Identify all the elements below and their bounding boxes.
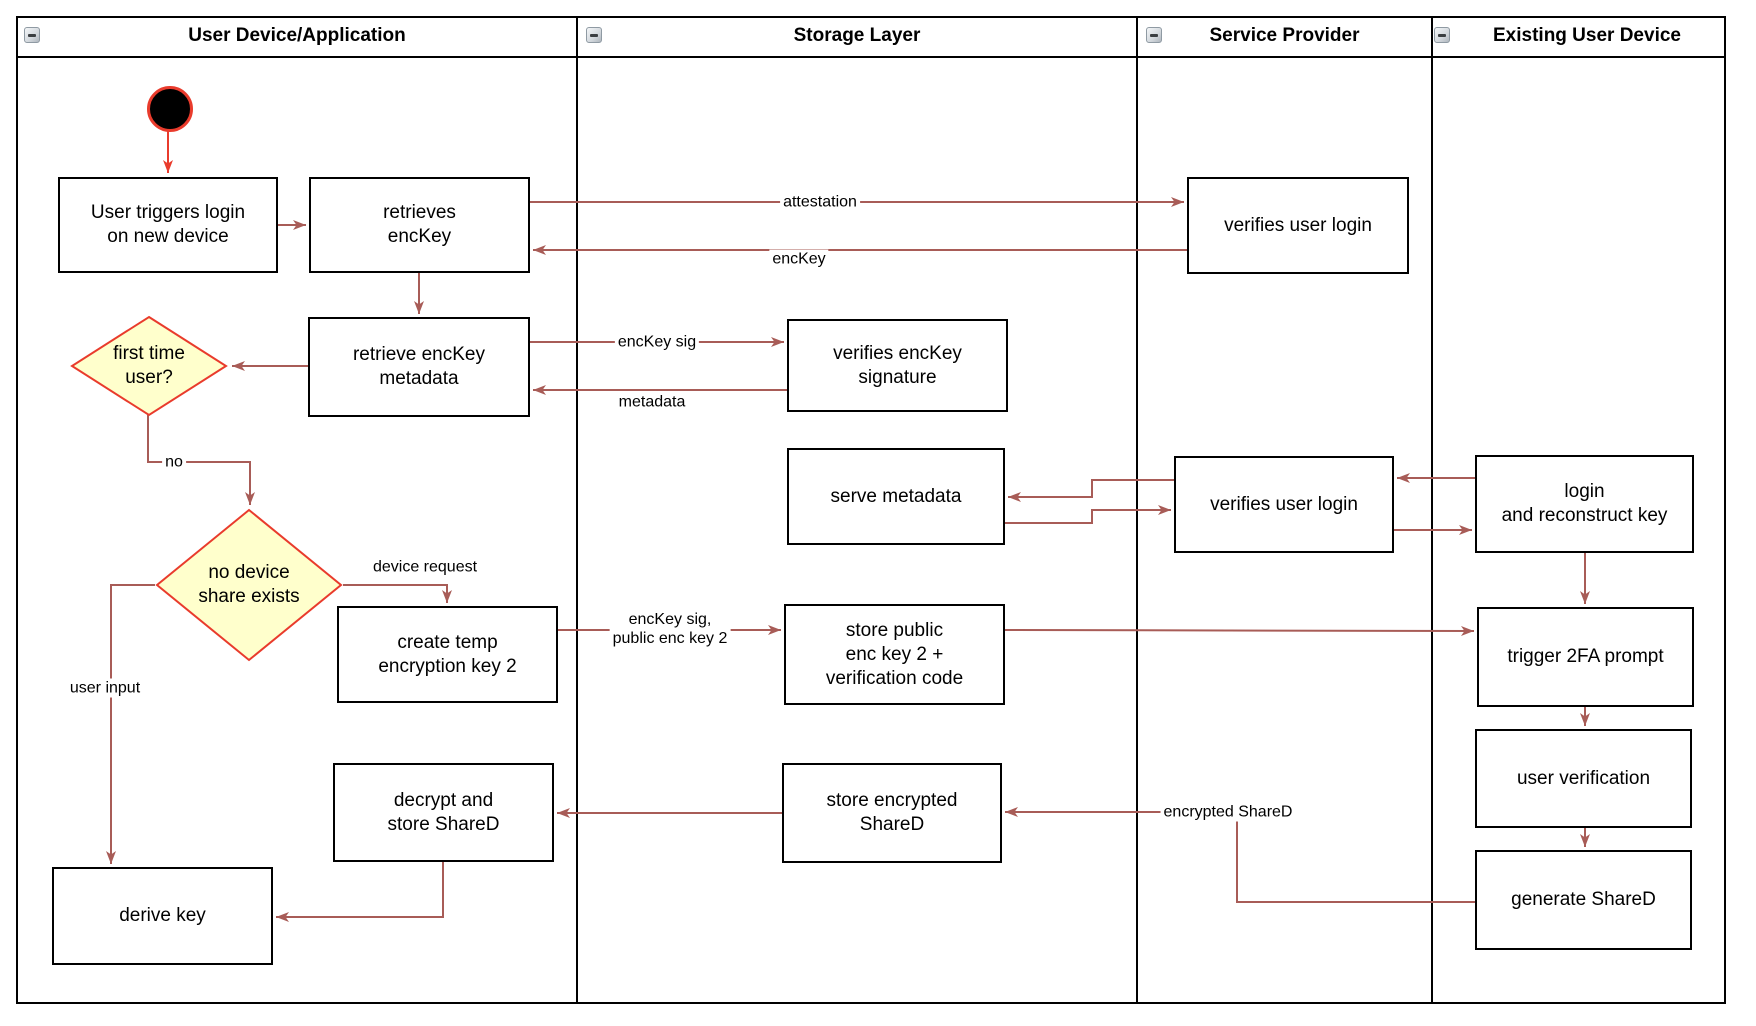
collapse-icon[interactable] (1146, 27, 1162, 43)
minus-icon (1438, 34, 1446, 37)
diamond-shape (70, 315, 228, 417)
node-derive-key[interactable]: derive key (52, 867, 273, 965)
node-generate-shared[interactable]: generate ShareD (1475, 850, 1692, 950)
node-retrieve-enckey-metadata[interactable]: retrieve encKey metadata (308, 317, 530, 417)
node-decrypt-and-store-shared[interactable]: decrypt and store ShareD (333, 763, 554, 862)
lane-header-storage-layer: Storage Layer (578, 16, 1136, 56)
edge-label-attestation: attestation (780, 192, 860, 212)
lane-header-service-provider: Service Provider (1138, 16, 1431, 56)
edge-label-device-request: device request (369, 557, 481, 577)
decision-label: first time user? (113, 343, 185, 388)
decision-label: no device share exists (198, 562, 300, 607)
edge-label-enckey: encKey (769, 249, 829, 269)
node-user-triggers-login[interactable]: User triggers login on new device (58, 177, 278, 273)
node-retrieves-enckey[interactable]: retrieves encKey (309, 177, 530, 273)
edge-label-enckey-sig-public: encKey sig, public enc key 2 (609, 610, 731, 648)
node-user-verification[interactable]: user verification (1475, 729, 1692, 828)
edge-label-no: no (162, 452, 186, 472)
lane-title-storage-layer: Storage Layer (793, 25, 921, 46)
edge-store-public-to-trigger-2fa (1004, 625, 1475, 636)
node-store-encrypted-shared[interactable]: store encrypted ShareD (782, 763, 1002, 863)
node-create-temp-encryption-key-2[interactable]: create temp encryption key 2 (337, 606, 558, 703)
edge-no-branch (147, 413, 255, 505)
lane-title-existing-user-device: Existing User Device (1493, 25, 1681, 46)
edge-encrypted-shared (1005, 807, 1475, 903)
collapse-icon[interactable] (24, 27, 40, 43)
decision-no-device-share-exists[interactable]: no device share exists (155, 508, 343, 662)
lane-header-separator (16, 56, 1726, 58)
edge-label-metadata: metadata (615, 392, 689, 412)
lane-divider-3 (1431, 16, 1433, 1004)
node-store-public-enc-key-2[interactable]: store public enc key 2 + verification co… (784, 604, 1005, 705)
edge-label-enckey-sig: encKey sig (614, 332, 700, 352)
collapse-icon[interactable] (1434, 27, 1450, 43)
lane-title-service-provider: Service Provider (1209, 25, 1360, 46)
node-verifies-enckey-signature[interactable]: verifies encKey signature (787, 319, 1008, 412)
node-login-and-reconstruct-key[interactable]: login and reconstruct key (1475, 455, 1694, 553)
node-trigger-2fa-prompt[interactable]: trigger 2FA prompt (1477, 607, 1694, 707)
node-serve-metadata[interactable]: serve metadata (787, 448, 1005, 545)
edge-user-input (106, 584, 155, 864)
lane-title-user-device: User Device/Application (188, 25, 406, 46)
edge-label-user-input: user input (66, 678, 144, 698)
decision-first-time-user[interactable]: first time user? (70, 315, 228, 417)
collapse-icon[interactable] (586, 27, 602, 43)
edge-decrypt-to-derive (276, 862, 444, 922)
lane-header-existing-user-device: Existing User Device (1448, 16, 1726, 56)
edge-serve-metadata-to-verifies2 (1005, 505, 1171, 524)
lane-header-user-device: User Device/Application (18, 16, 576, 56)
edge-label-encrypted-shared: encrypted ShareD (1160, 802, 1296, 822)
node-verifies-user-login-1[interactable]: verifies user login (1187, 177, 1409, 274)
diamond-shape (155, 508, 343, 662)
lane-divider-1 (576, 16, 578, 1004)
minus-icon (1150, 34, 1158, 37)
edge-device-request (343, 584, 452, 603)
start-node[interactable] (147, 86, 193, 132)
node-verifies-user-login-2[interactable]: verifies user login (1174, 456, 1394, 553)
minus-icon (590, 34, 598, 37)
minus-icon (28, 34, 36, 37)
edge-verifies2-to-serve-metadata (1008, 479, 1174, 502)
